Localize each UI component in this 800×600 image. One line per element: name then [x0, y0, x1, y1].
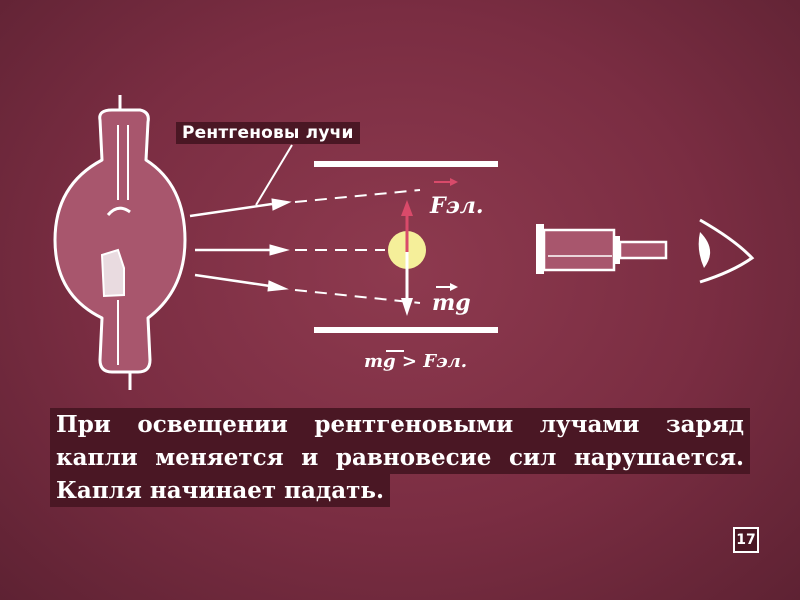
capacitor-plates-icon: [314, 161, 498, 333]
caption: При освещении рентгеновыми лучами заряд …: [50, 408, 750, 507]
page-number: 17: [733, 527, 759, 553]
force-relation-label: mg > Fэл.: [364, 351, 467, 372]
microscope-tube-icon: [536, 224, 668, 274]
caption-line-2: капли меняется и равновесие сил нарушает…: [50, 441, 750, 474]
x-ray-beams: [189, 189, 421, 304]
force-arrows: [386, 178, 458, 352]
x-ray-tube-icon: [53, 95, 187, 390]
caption-line-1: При освещении рентгеновыми лучами заряд: [50, 408, 750, 441]
force-electric-label: Fэл.: [429, 193, 484, 219]
caption-line-3: Капля начинает падать.: [50, 474, 390, 507]
eye-icon: [698, 218, 755, 284]
label-pointer: [255, 144, 293, 206]
gravity-label: mg: [432, 290, 471, 316]
x-ray-label: Рентгеновы лучи: [176, 122, 360, 144]
